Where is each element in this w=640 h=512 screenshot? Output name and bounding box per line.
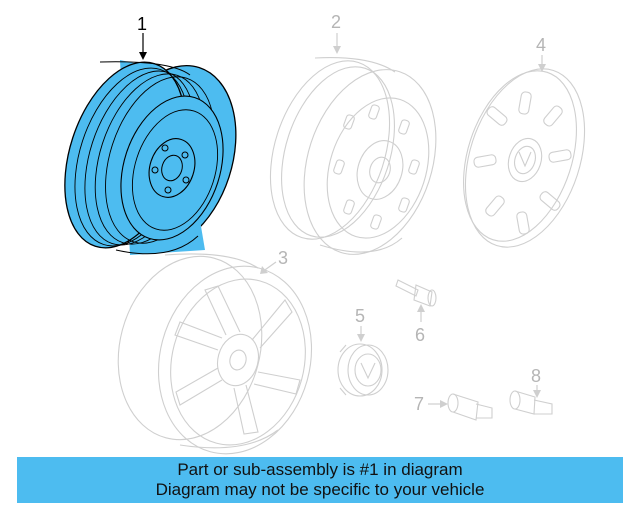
part-1-spare-wheel[interactable] [43,47,258,268]
part-8-valve-stem[interactable] [509,390,553,415]
banner-line-1: Part or sub-assembly is #1 in diagram [177,460,463,479]
callout-8: 8 [531,366,541,386]
callout-3: 3 [278,248,288,268]
callout-3-leader [260,261,277,274]
part-7-valve-stem[interactable] [447,393,493,421]
info-banner: Part or sub-assembly is #1 in diagram Di… [17,457,623,503]
callout-1: 1 [137,14,147,34]
callout-6: 6 [415,325,425,345]
banner-line-2: Diagram may not be specific to your vehi… [155,480,485,499]
callout-7: 7 [414,394,424,414]
part-2-steel-wheel[interactable] [249,46,458,272]
callout-7-leader [428,400,448,408]
part-3-alloy-wheel[interactable] [98,240,332,455]
callout-5: 5 [355,306,365,326]
parts-diagram: 1 2 [43,12,605,455]
callout-4: 4 [536,35,546,55]
callout-8-leader [533,385,541,398]
callout-1-leader [139,33,147,60]
part-5-center-cap[interactable] [337,343,389,397]
part-4-wheel-cover[interactable] [443,54,605,263]
callout-6-leader [417,304,425,322]
part-6-lug-bolt[interactable] [395,279,437,307]
callout-2-leader [333,33,341,54]
callout-4-leader [538,55,546,72]
callout-2: 2 [331,12,341,32]
callout-5-leader [357,326,365,342]
